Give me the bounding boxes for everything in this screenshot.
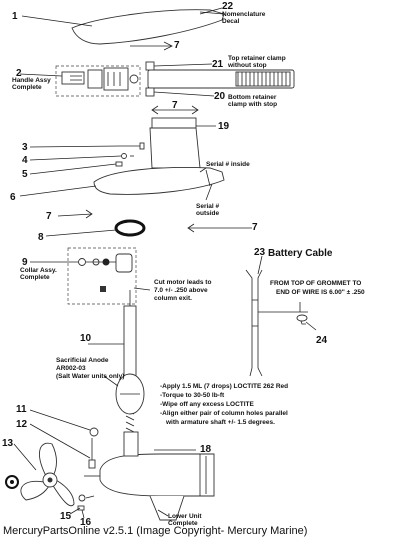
decal-label: Decal [222,18,240,25]
bottom-retainer-sub-label: clamp with stop [228,101,277,108]
anode-label: Sacrificial Anode [56,357,109,364]
callout-7-right: 7 [252,222,258,233]
callout-21: 21 [212,59,224,70]
instruction-line4: -Align either pair of column holes paral… [160,410,288,417]
callout-1: 1 [12,11,18,22]
instruction-line5: with armature shaft +/- 1.5 degrees. [165,419,275,426]
instruction-line2: -Torque to 30-50 lb-ft [160,392,225,399]
part-8-oring [114,219,146,237]
callout-10: 10 [80,333,92,344]
top-retainer-label: Top retainer clamp [228,55,286,62]
instruction-line1: -Apply 1.5 ML (7 drops) LOCTITE 262 Red [160,383,288,390]
callout-12: 12 [16,419,28,430]
callout-6: 6 [10,192,16,203]
callout-23: 23 [254,247,266,258]
part-1-top-cover [71,9,225,45]
cut-leads-line1: Cut motor leads to [154,279,211,286]
part-13-propeller [20,442,75,507]
part-14-nut [5,475,19,489]
callout-15: 15 [60,511,72,522]
callout-7-mid: 7 [172,100,178,111]
nomenclature-label: Nomenclature [222,11,266,18]
parts-11-12-hardware [88,427,99,469]
callout-4: 4 [22,155,28,166]
serial-outside-label: Serial # [196,203,220,210]
handle-assy-label: Handle Assy [12,77,51,84]
callout-20: 20 [214,91,226,102]
serial-outside-sub-label: outside [196,210,219,217]
part-6-housing [93,127,225,195]
part-18-lower-unit [84,431,215,521]
parts-15-16-hardware [77,494,95,511]
lower-unit-sub-label: Complete [168,520,198,527]
callout-18: 18 [200,444,212,455]
callout-2: 2 [16,68,22,79]
cut-leads-line3: column exit. [154,295,192,302]
grommet-note-line2: END OF WIRE IS 6.00" ± .250 [276,289,365,296]
part-9-collar-assy [67,247,137,305]
battery-cable-wires [245,269,308,377]
callout-22: 22 [222,1,234,12]
callout-11: 11 [16,404,27,415]
callout-16: 16 [80,517,92,528]
battery-cable-title: Battery Cable [268,248,333,259]
serial-inside-label: Serial # inside [206,161,250,168]
collar-complete-label: Complete [20,274,50,281]
bottom-retainer-label: Bottom retainer [228,94,277,101]
callout-3: 3 [22,142,28,153]
callout-5: 5 [22,169,28,180]
anode-part-label: AR002-03 [56,365,86,372]
part-2-handle-assy [55,61,295,97]
callout-13: 13 [2,438,14,449]
parts-3-4-5-screws [115,142,145,167]
grommet-note-line1: FROM TOP OF GROMMET TO [270,280,361,287]
instruction-line3: -Wipe off any excess LOCTITE [160,401,255,408]
lower-unit-label: Lower Unit [168,513,202,520]
collar-assy-label: Collar Assy. [20,267,57,274]
callout-19: 19 [218,121,230,132]
callout-8: 8 [38,232,44,243]
anode-note-label: (Salt Water units only) [56,373,124,380]
copyright-footer: MercuryPartsOnline v2.5.1 (Image Copyrig… [3,525,308,537]
part-19-band [151,117,197,129]
callout-7-top: 7 [174,40,180,51]
top-retainer-sub-label: without stop [227,62,267,69]
sacrificial-anode [115,373,145,415]
handle-complete-label: Complete [12,84,42,91]
callout-24: 24 [316,335,328,346]
cut-leads-line2: 7.0 +/- .250 above [154,287,208,294]
callout-7-left: 7 [46,211,52,222]
callout-9: 9 [22,257,28,268]
